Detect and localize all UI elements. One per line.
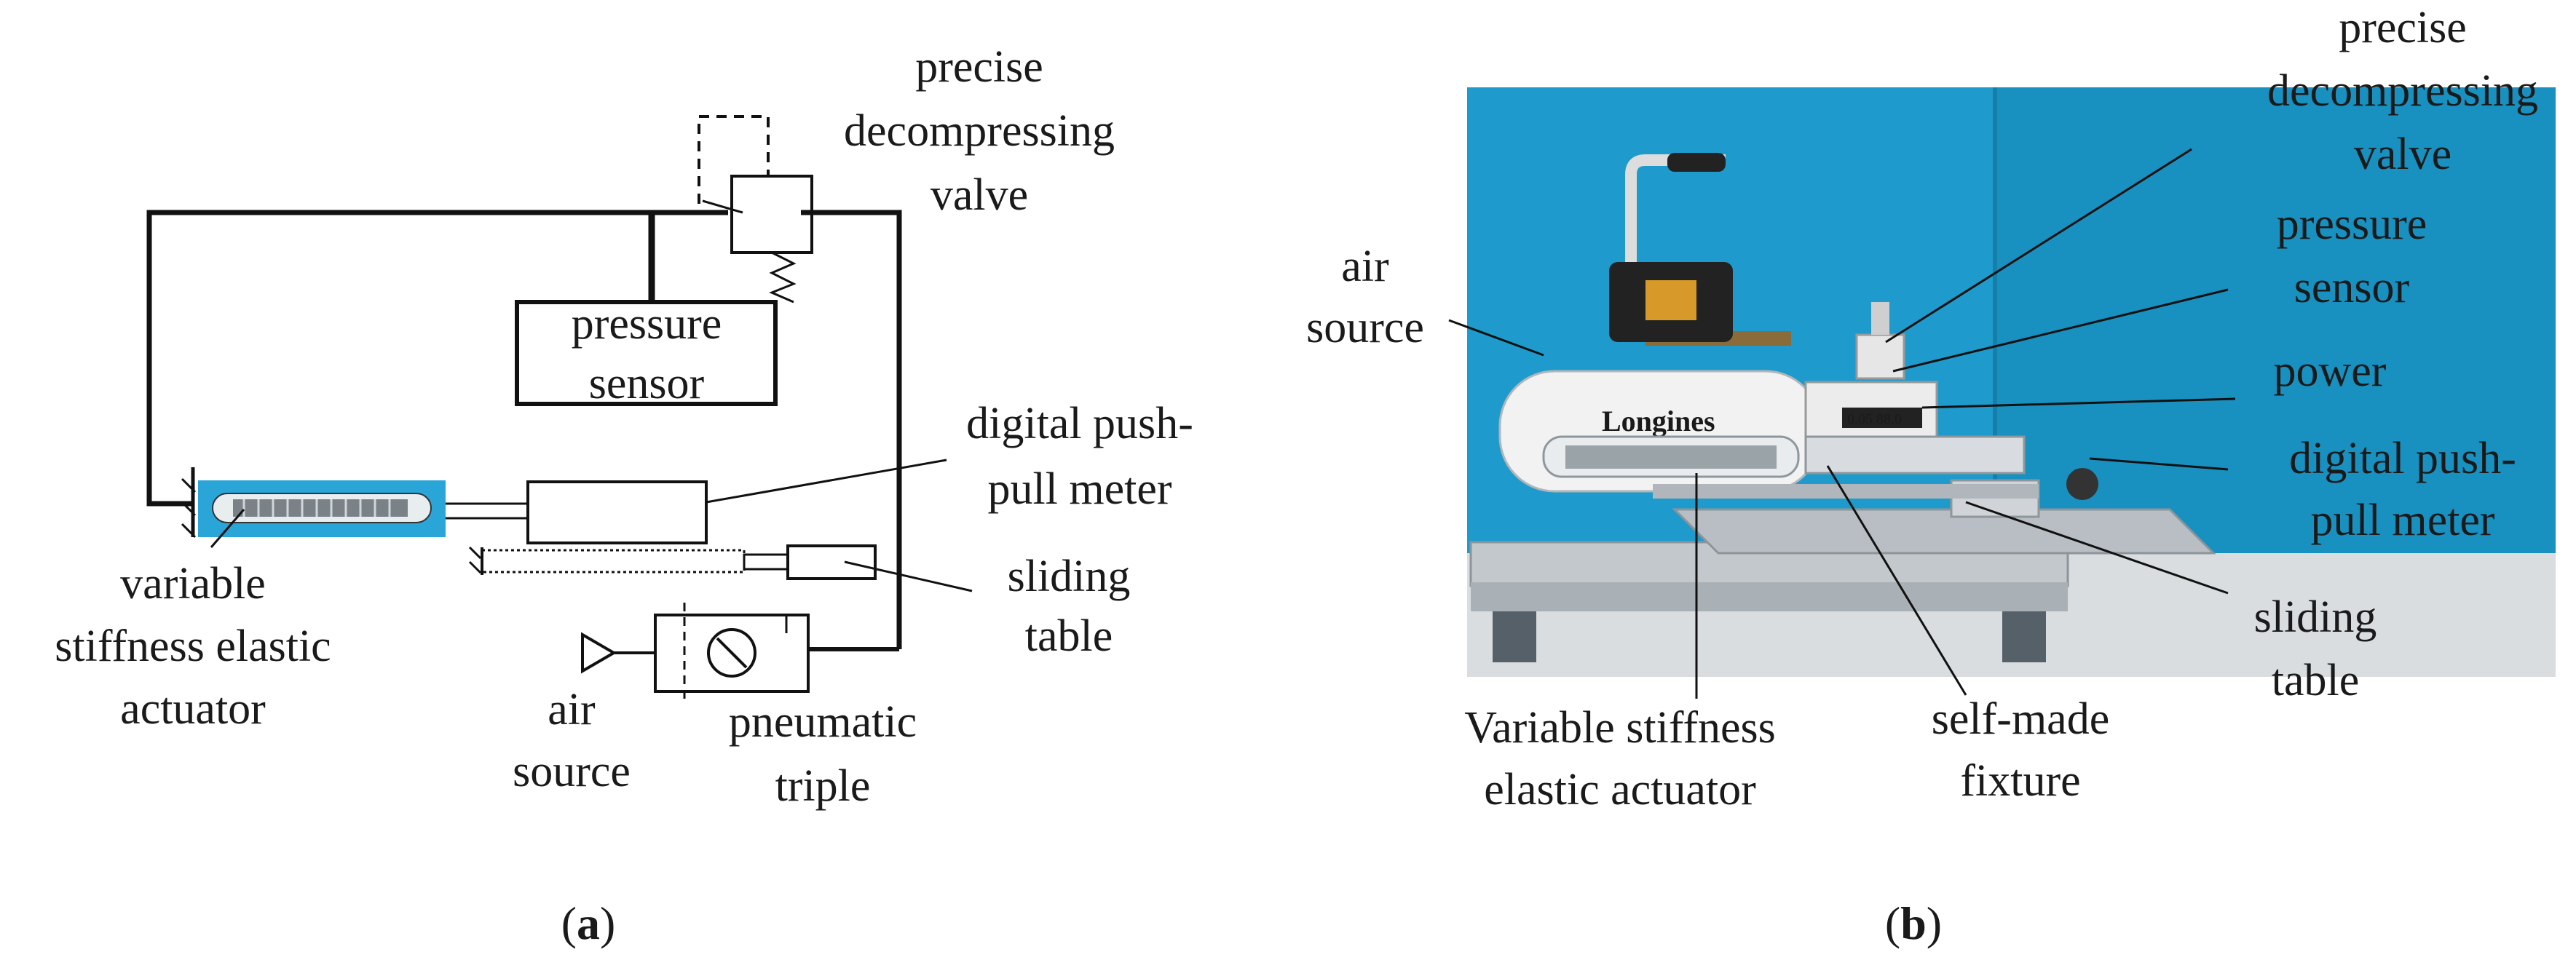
b-label-valve-2: decompressing (2267, 66, 2538, 116)
slide-hatch-2 (468, 560, 482, 574)
left-loop-line (146, 210, 728, 507)
pneumatic-triple-box (654, 614, 810, 693)
hatch-1 (181, 477, 197, 493)
sliding-table-box (786, 544, 877, 580)
leader-table (844, 560, 973, 592)
b-label-sensor-1: pressure (2277, 199, 2427, 249)
panel-b-photo: Longines 0.05 88.0 (1467, 87, 2556, 677)
valve-spring (769, 251, 797, 303)
b-label-air-1: air (1341, 242, 1389, 291)
b-label-fixture-1: self-made (1932, 694, 2109, 744)
label-sensor-1: pressure (572, 299, 722, 349)
label-triple-2: triple (775, 761, 871, 811)
label-air-2: source (513, 747, 631, 796)
b-label-power: power (2274, 346, 2387, 396)
hatch-3 (181, 523, 197, 539)
b-label-actuator-1: Variable stiffness (1464, 703, 1776, 753)
panel-a-caption: (a) (561, 897, 616, 949)
panel-b-leaders (1448, 148, 2236, 699)
label-actuator-3: actuator (120, 684, 266, 734)
valve-body (730, 175, 813, 254)
label-actuator-2: stiffness elastic (55, 622, 331, 671)
b-label-actuator-2: elastic actuator (1484, 765, 1756, 814)
panel-a-parts (210, 459, 973, 702)
label-meter-2: pull meter (987, 464, 1172, 514)
leader-actuator (210, 509, 245, 548)
panel-b-labels: precise decompressing valve pressure sen… (1306, 3, 2538, 814)
label-table-1: sliding (1008, 552, 1131, 601)
panel-a-schematic (146, 115, 902, 651)
slide-connector (743, 553, 789, 571)
b-label-sensor-2: sensor (2294, 263, 2410, 312)
valve-arrow (702, 199, 743, 214)
label-valve-3: valve (931, 170, 1028, 220)
sliding-spring (481, 549, 746, 574)
b-label-table-2: table (2272, 656, 2360, 705)
b-label-table-1: sliding (2254, 592, 2377, 642)
b-label-valve-1: precise (2339, 3, 2467, 52)
label-meter-1: digital push- (966, 399, 1193, 448)
slide-hatch-1 (468, 546, 482, 560)
leader-meter (706, 459, 947, 504)
main-loop-line (801, 210, 902, 649)
label-valve-2: decompressing (844, 106, 1115, 156)
label-sensor-2: sensor (589, 359, 705, 408)
brand-text: Longines (1602, 405, 1715, 437)
label-actuator-1: variable (120, 559, 266, 608)
b-label-fixture-2: fixture (1960, 756, 2080, 806)
label-valve-1: precise (915, 42, 1043, 92)
actuator-drawing (198, 480, 446, 537)
push-pull-meter-box (526, 480, 708, 544)
b-label-air-2: source (1306, 303, 1424, 352)
pressure-sensor-box (515, 300, 778, 406)
panel-a-labels: precise decompressing valve pressure sen… (55, 42, 1193, 811)
valve-pilot-dashed (698, 115, 770, 204)
b-label-valve-3: valve (2354, 130, 2451, 179)
panel-b-caption: (b) (1885, 897, 1942, 949)
label-air-1: air (548, 685, 596, 734)
label-triple-1: pneumatic (729, 697, 917, 747)
hatch-2 (181, 501, 197, 517)
air-source-symbol (581, 632, 617, 674)
b-label-meter-2: pull meter (2310, 496, 2494, 545)
label-table-2: table (1025, 611, 1113, 661)
gauge-icon (707, 628, 756, 678)
b-label-meter-1: digital push- (2289, 434, 2516, 483)
display-readout: 0.05 88.0 (1847, 411, 1902, 427)
